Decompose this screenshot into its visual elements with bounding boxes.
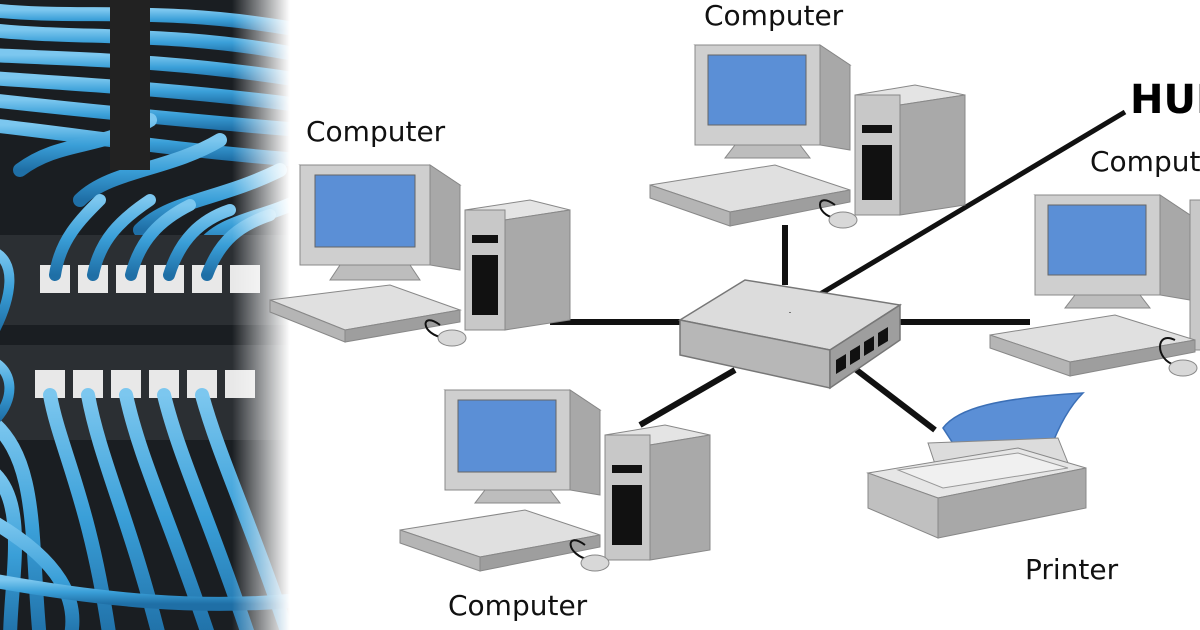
keyboard [269,284,462,343]
computer-label-top: Computer [704,0,844,32]
monitor [298,164,462,281]
printer-label: Printer [1025,553,1119,586]
keyboard [989,314,1196,377]
computer-left [269,164,571,347]
link-printer [848,362,937,433]
computer-label-bottom: Computer [448,589,588,622]
patch-panel-photo [0,0,290,630]
tower [464,199,571,331]
keyboard [399,509,601,572]
computer-bottom [399,389,711,572]
link-computer-bottom [638,367,737,428]
tower [1189,199,1200,351]
monitor [443,389,602,504]
hub-label: HUB [1130,77,1200,123]
hub-device [677,279,903,390]
tower [854,84,966,216]
computer-label-right: Computer [1090,145,1200,178]
tower [604,424,711,561]
monitor [693,44,852,159]
computer-label-left: Computer [306,115,446,148]
printer [866,392,1087,539]
monitor [1033,194,1192,309]
keyboard [649,164,851,227]
hub-pointer-line [788,109,1127,315]
network-links [550,225,1030,433]
computer-right [989,194,1200,377]
computer-top [649,44,966,229]
